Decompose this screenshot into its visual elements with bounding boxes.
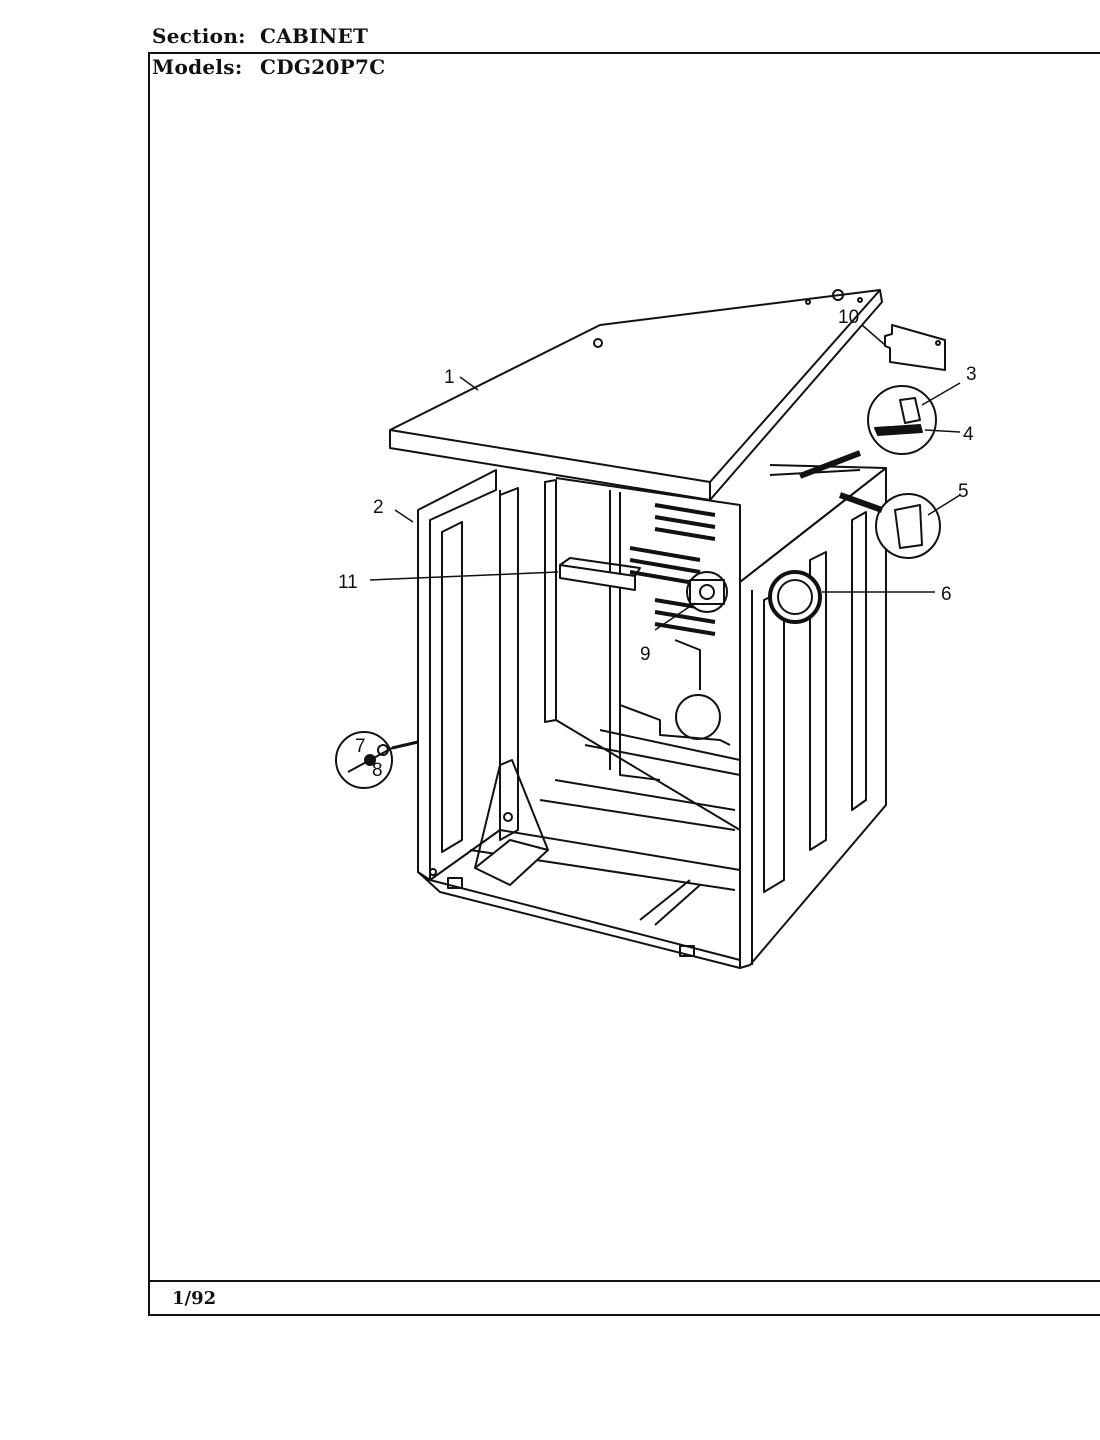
callout-3: 3 <box>966 364 977 385</box>
models-label: Models: <box>152 55 243 79</box>
leader-lines <box>369 324 961 631</box>
exhaust-ring <box>768 570 822 624</box>
footer-top-rule <box>148 1280 1100 1282</box>
footer-date: 1/92 <box>172 1288 217 1309</box>
detail-circle-5 <box>838 492 941 559</box>
callout-6: 6 <box>941 584 952 605</box>
callout-2: 2 <box>373 497 384 518</box>
detail-circle-7-8 <box>335 731 419 789</box>
top-panel <box>389 289 883 501</box>
callout-4: 4 <box>963 424 974 445</box>
callout-1: 1 <box>444 367 455 388</box>
section-value: CABINET <box>260 24 369 48</box>
callout-7: 7 <box>355 736 366 757</box>
callout-8: 8 <box>372 760 383 781</box>
callout-10: 10 <box>838 307 859 328</box>
header-rule <box>148 52 1100 54</box>
section-label: Section: <box>152 24 246 48</box>
left-frame-rule <box>148 52 150 1316</box>
detail-circle-3-4 <box>798 385 937 479</box>
rear-access-panel <box>884 324 946 371</box>
callout-11: 11 <box>338 572 358 593</box>
callout-9: 9 <box>640 644 651 665</box>
callout-5: 5 <box>958 481 969 502</box>
detail-circle-9 <box>686 571 728 613</box>
models-value: CDG20P7C <box>260 55 386 79</box>
rear-bracket <box>559 557 641 591</box>
footer-bottom-rule <box>148 1314 1100 1316</box>
cabinet-body <box>417 464 887 969</box>
